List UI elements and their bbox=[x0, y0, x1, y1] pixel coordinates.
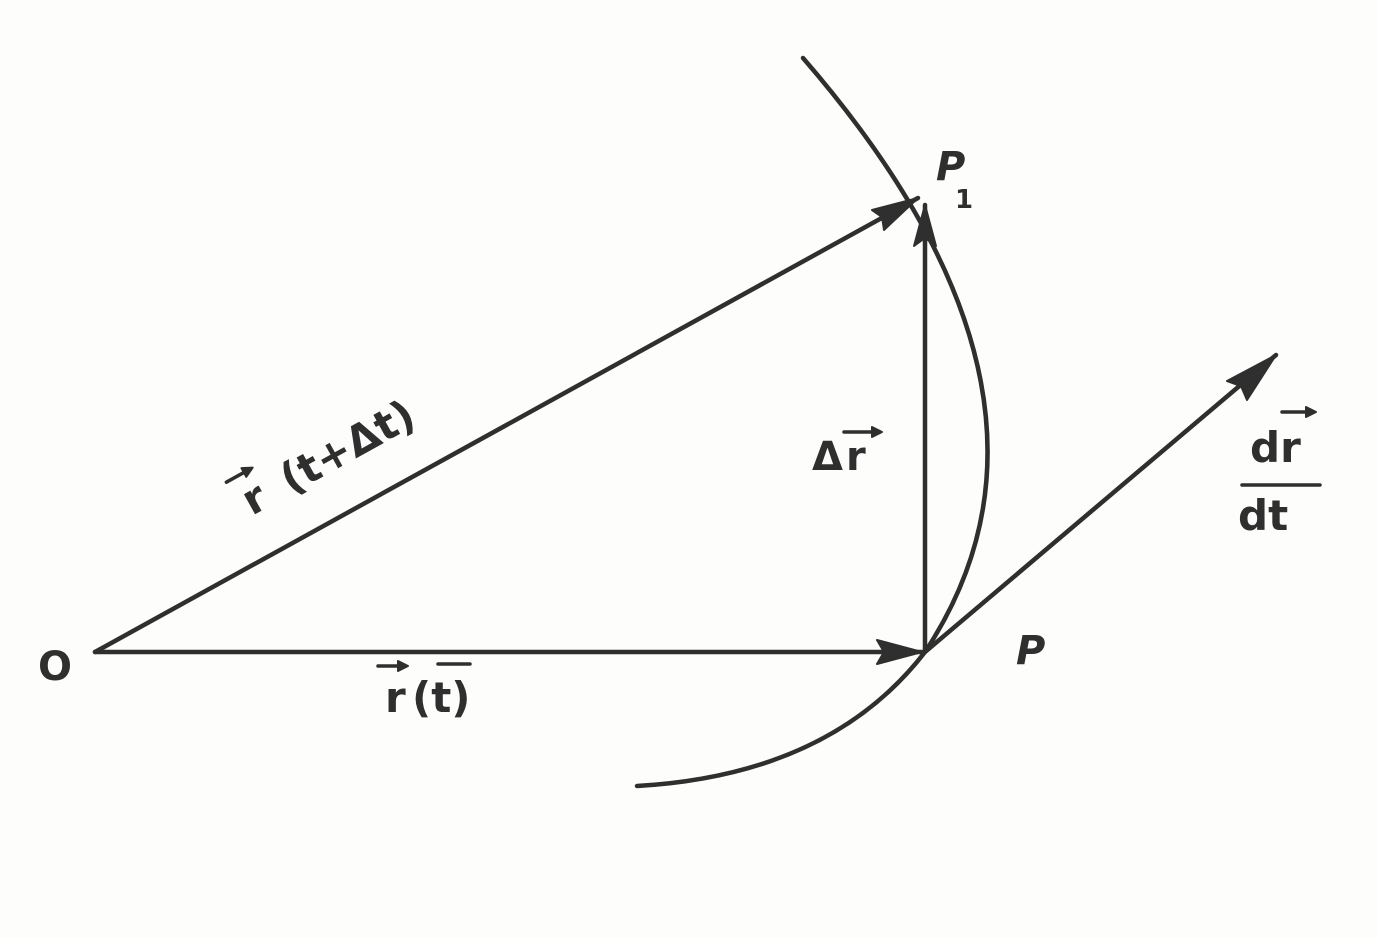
label-delta-r-variable: r bbox=[846, 434, 866, 480]
trajectory-curve bbox=[634, 55, 990, 789]
arrowhead-r-t-plus-dt bbox=[871, 197, 919, 231]
arrowhead-tangent bbox=[1226, 354, 1277, 401]
label-point-p: P bbox=[1016, 628, 1045, 674]
label-r-t-dt-variable: r bbox=[233, 472, 275, 525]
arrowhead-delta-r bbox=[913, 204, 937, 247]
vector-bar-arrow-delta-r bbox=[871, 426, 883, 438]
vector-bar-arrow-dr bbox=[1305, 406, 1317, 418]
label-origin: O bbox=[38, 644, 72, 690]
label-delta-symbol: Δ bbox=[812, 434, 843, 480]
label-dt-denominator: dt bbox=[1238, 491, 1288, 540]
vector-r-t-plus-dt bbox=[92, 195, 921, 655]
label-p1-letter: P bbox=[936, 144, 965, 190]
label-r-t-dt-argument: (t+Δt) bbox=[272, 390, 424, 504]
label-r-t-argument: (t) bbox=[412, 673, 470, 722]
vector-tangent-dr-dt bbox=[922, 352, 1279, 655]
vector-bar-arrow-r-t bbox=[397, 660, 409, 672]
label-r-t-variable: r bbox=[385, 673, 406, 722]
label-r-t-plus-dt: r (t+Δt) bbox=[224, 390, 424, 525]
vector-bar-arrow-r-t-dt bbox=[240, 466, 254, 478]
arrowhead-r-t bbox=[876, 639, 923, 665]
label-p1-subscript: 1 bbox=[955, 185, 973, 215]
label-dr-numerator: dr bbox=[1250, 423, 1301, 472]
label-point-p1: P 1 bbox=[936, 144, 973, 215]
label-dr-dt: dr dt bbox=[1238, 406, 1322, 540]
label-r-t: r (t) bbox=[376, 660, 472, 722]
label-delta-r: Δ r bbox=[812, 426, 883, 480]
